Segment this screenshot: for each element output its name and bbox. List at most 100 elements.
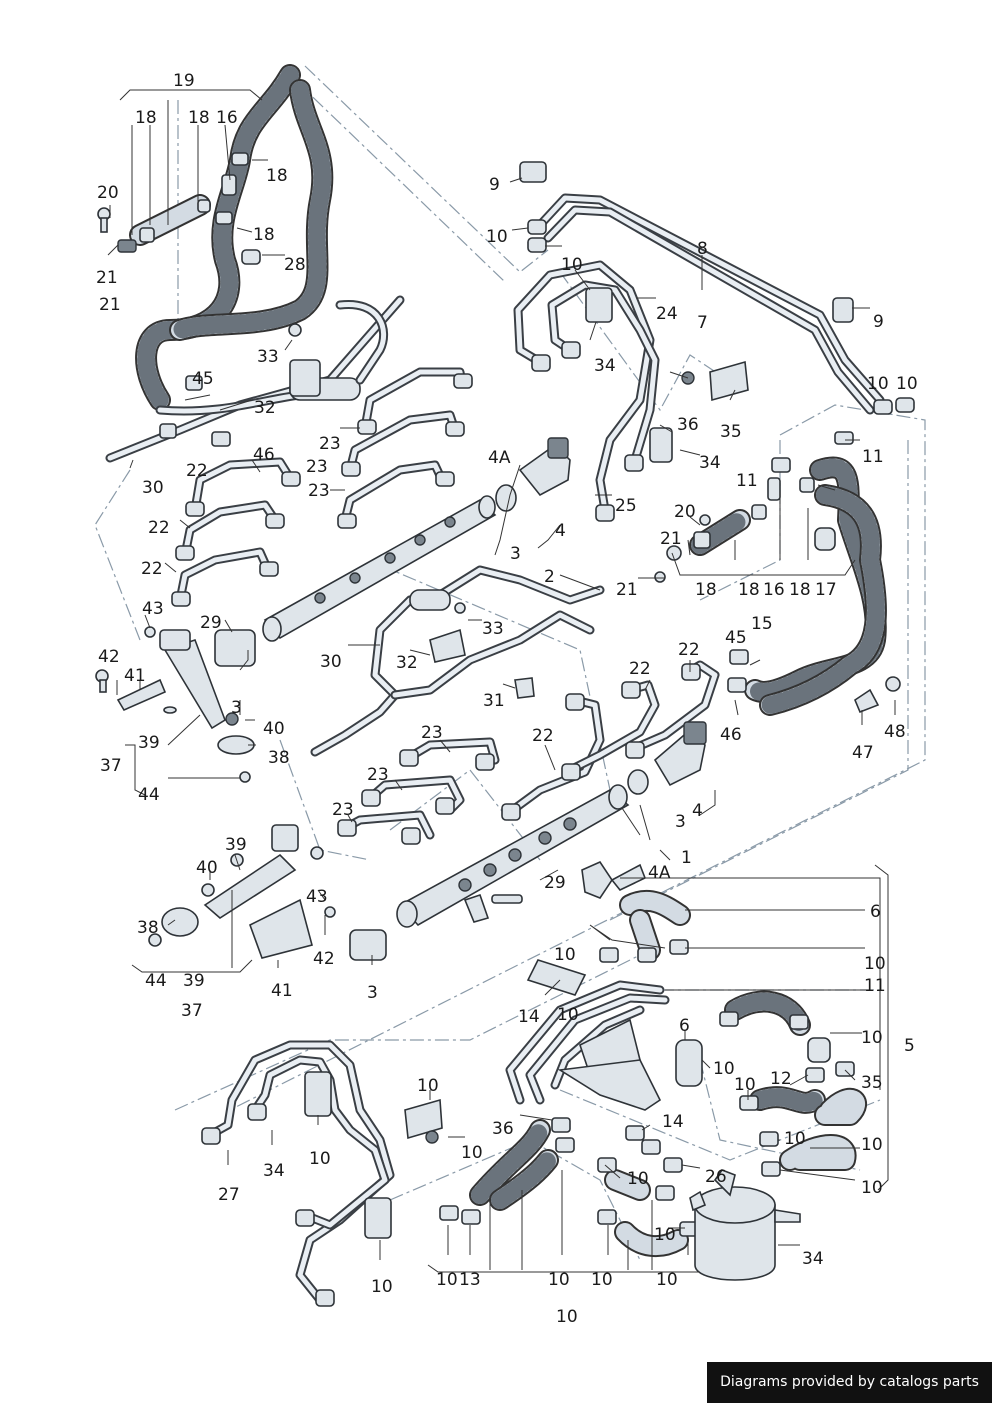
callout: 4A: [488, 448, 511, 468]
callout: 28: [284, 255, 306, 275]
callout: 10: [556, 1307, 578, 1327]
callout: 45: [725, 628, 747, 648]
callout: 21: [99, 295, 121, 315]
callout: 16: [763, 580, 785, 600]
upper-common-rail: [214, 437, 571, 667]
callout: 39: [138, 733, 160, 753]
callout: 9: [489, 175, 500, 195]
callout: 45: [192, 369, 214, 389]
callout: 18: [738, 580, 760, 600]
callout: 21: [660, 529, 682, 549]
callout: 8: [697, 239, 708, 259]
callout: 10: [627, 1169, 649, 1189]
callout: 32: [396, 653, 418, 673]
callout: 43: [142, 599, 164, 619]
leader-lines: [107, 89, 896, 1273]
callout: 44: [145, 971, 167, 991]
callout: 29: [200, 613, 222, 633]
callout: 18: [789, 580, 811, 600]
callout: 10: [371, 1277, 393, 1297]
callout: 40: [263, 719, 285, 739]
lower-pipe-bundle: [505, 860, 703, 1111]
callout: 35: [861, 1073, 883, 1093]
callout: 11: [736, 471, 758, 491]
callout: 34: [699, 453, 721, 473]
callout: 12: [770, 1069, 792, 1089]
upper-injector: [95, 626, 255, 783]
lower-feed-pipes: [201, 1040, 443, 1307]
callout: 29: [544, 873, 566, 893]
right-hose-assembly: [654, 431, 901, 716]
callout: 10: [734, 1075, 756, 1095]
callout: 16: [216, 108, 238, 128]
callout: 26: [705, 1167, 727, 1187]
fuel-filter: [689, 1169, 801, 1281]
callout: 23: [332, 800, 354, 820]
callout: 10: [784, 1129, 806, 1149]
callout: 38: [268, 748, 290, 768]
callout: 27: [218, 1185, 240, 1205]
callout: 19: [173, 71, 195, 91]
lower-injector-lines: [337, 660, 720, 845]
callout: 11: [864, 976, 886, 996]
callout: 23: [367, 765, 389, 785]
callout: 18: [253, 225, 275, 245]
callout: 42: [313, 949, 335, 969]
callout: 17: [815, 580, 837, 600]
callout: 22: [678, 640, 700, 660]
middle-leakoff-line: [310, 565, 605, 757]
callout: 30: [142, 478, 164, 498]
callout: 34: [263, 1161, 285, 1181]
callout: 10: [591, 1270, 613, 1290]
lower-common-rail: [349, 721, 707, 961]
callout: 22: [532, 726, 554, 746]
callout: 24: [656, 304, 678, 324]
callout: 1: [681, 848, 692, 868]
callout: 10: [656, 1270, 678, 1290]
callout: 6: [870, 902, 881, 922]
callout: 18: [188, 108, 210, 128]
callout: 10: [436, 1270, 458, 1290]
callout: 4: [692, 801, 703, 821]
callout: 22: [148, 518, 170, 538]
callout: 10: [861, 1135, 883, 1155]
callout: 30: [320, 652, 342, 672]
callout: 42: [98, 647, 120, 667]
callout: 41: [124, 666, 146, 686]
callout: 10: [861, 1028, 883, 1048]
callout: 10: [554, 945, 576, 965]
callout: 21: [96, 268, 118, 288]
callout: 4: [555, 521, 566, 541]
callout: 3: [367, 983, 378, 1003]
callout: 20: [674, 502, 696, 522]
callout: 9: [873, 312, 884, 332]
callout: 44: [138, 785, 160, 805]
callout: 3: [675, 812, 686, 832]
callout: 34: [594, 356, 616, 376]
callout: 18: [266, 166, 288, 186]
callout: 33: [257, 347, 279, 367]
lower-hoses: [439, 889, 867, 1258]
callout: 10: [861, 1178, 883, 1198]
callout: 15: [751, 614, 773, 634]
callout: 10: [713, 1059, 735, 1079]
callout: 10: [309, 1149, 331, 1169]
callout: 21: [616, 580, 638, 600]
callout: 22: [629, 659, 651, 679]
callout: 10: [461, 1143, 483, 1163]
callout: 20: [97, 183, 119, 203]
callout: 18: [695, 580, 717, 600]
callout: 36: [492, 1119, 514, 1139]
callout-labels: 19 18 18 16 18 18 20 21 21 28 9 10 8 10 …: [96, 71, 918, 1327]
callout: 5: [904, 1036, 915, 1056]
callout: 38: [137, 918, 159, 938]
callout: 46: [720, 725, 742, 745]
callout: 6: [679, 1016, 690, 1036]
callout: 13: [459, 1270, 481, 1290]
callout: 10: [417, 1076, 439, 1096]
callout: 23: [319, 434, 341, 454]
callout: 11: [862, 447, 884, 467]
callout: 23: [306, 457, 328, 477]
callout: 14: [518, 1007, 540, 1027]
callout: 3: [231, 698, 242, 718]
